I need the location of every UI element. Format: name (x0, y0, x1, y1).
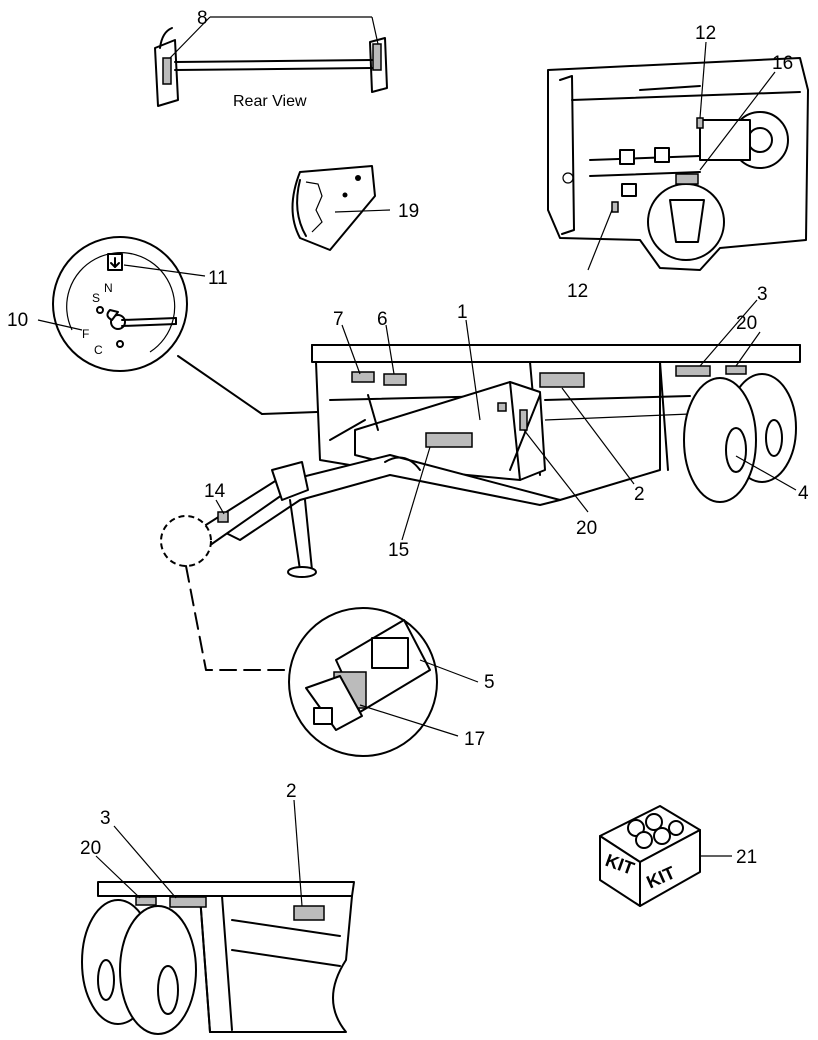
indicator-bracket-illustration (291, 165, 391, 251)
spreader-rear-illustration (81, 799, 355, 1035)
rear-view-illustration (154, 16, 388, 107)
speed-dial-detail (37, 236, 373, 415)
spreader-main-illustration (177, 299, 801, 578)
kit-box-icon (599, 805, 732, 907)
callout-15: 15 (388, 540, 409, 561)
callout-21: 21 (736, 847, 757, 868)
dial-letter-n: N (104, 281, 113, 295)
callout-3-main: 3 (757, 284, 768, 305)
dial-letter-c: C (94, 343, 103, 357)
callout-20-center: 20 (576, 518, 597, 539)
callout-14: 14 (204, 481, 226, 502)
dial-letter-f: F (82, 327, 89, 341)
callout-8: 8 (197, 8, 208, 29)
rear-view-caption: Rear View (233, 93, 307, 110)
callout-16: 16 (772, 53, 793, 74)
callout-3-bottom: 3 (100, 808, 111, 829)
callout-10: 10 (7, 310, 28, 331)
callout-4: 4 (798, 483, 809, 504)
callout-1: 1 (457, 302, 468, 323)
callout-20-right: 20 (736, 313, 757, 334)
callout-12-top: 12 (695, 23, 716, 44)
callout-17: 17 (464, 729, 485, 750)
callout-2-main: 2 (634, 484, 645, 505)
callout-19: 19 (398, 201, 419, 222)
callout-6: 6 (377, 309, 388, 330)
callout-12-bottom: 12 (567, 281, 588, 302)
callout-20-bottom: 20 (80, 838, 101, 859)
callout-11: 11 (208, 268, 228, 289)
callout-7: 7 (333, 309, 344, 330)
pto-shaft-detail (160, 515, 479, 757)
dial-letter-s: S (92, 291, 100, 305)
callout-5: 5 (484, 672, 495, 693)
gearbox-detail-illustration (547, 41, 809, 271)
callout-2-bottom: 2 (286, 781, 297, 802)
